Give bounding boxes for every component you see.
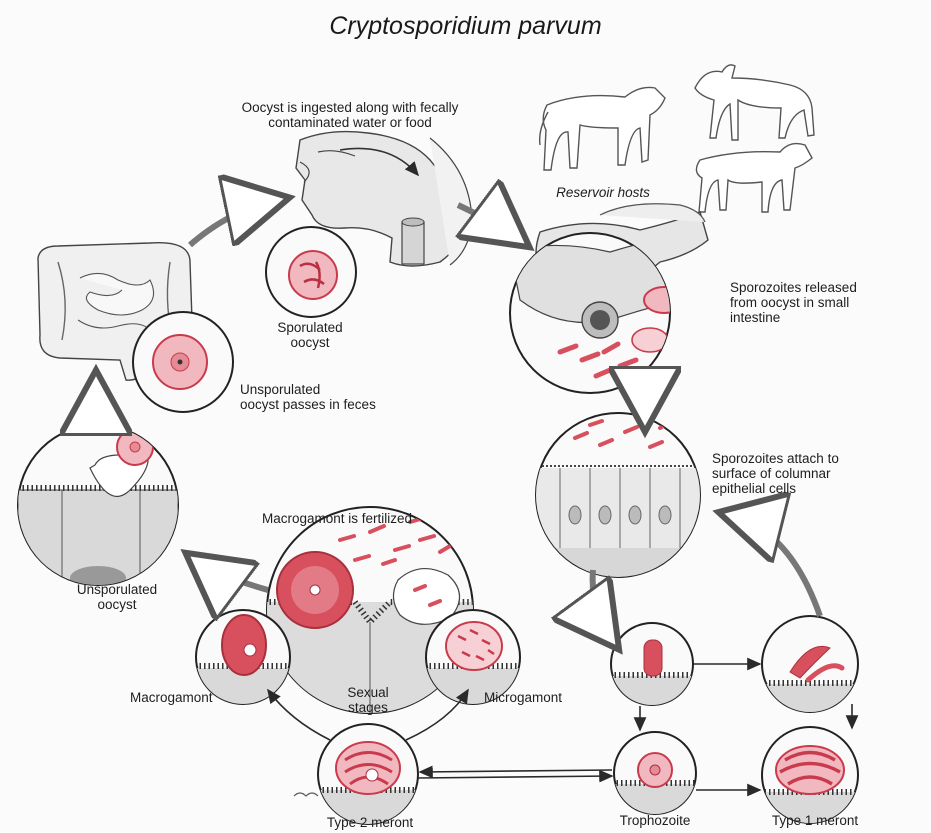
trophozoite-circle	[612, 732, 702, 824]
diagram-title: Cryptosporidium parvum	[0, 12, 931, 41]
calf-icon	[540, 87, 665, 170]
label-macrogamont-fertilized: Macrogamont is fertilized	[262, 511, 502, 526]
sporulated-oocyst-circle	[266, 227, 356, 317]
unsporulated-oocyst-circle	[133, 312, 233, 412]
merozoite-circle	[760, 616, 860, 724]
label-ingestion: Oocyst is ingested along with fecally co…	[205, 100, 495, 130]
label-sporulated-oocyst: Sporulated oocyst	[255, 320, 365, 350]
label-type2-meront: Type 2 meront	[300, 815, 440, 830]
artist-signature	[294, 793, 318, 796]
label-unsporulated-oocyst: Unsporulated oocyst	[62, 582, 172, 612]
label-reservoir-hosts: Reservoir hosts	[528, 185, 678, 200]
label-sexual-stages: Sexual stages	[328, 685, 408, 715]
oocyst-release-circle	[18, 425, 178, 590]
label-trophozoite: Trophozoite	[600, 813, 710, 828]
label-sporozoites-released: Sporozoites released from oocyst in smal…	[730, 280, 920, 325]
lamb-icon	[696, 144, 812, 212]
label-unsporulated-feces: Unsporulated oocyst passes in feces	[240, 382, 420, 412]
goat-kid-icon	[695, 65, 814, 140]
label-microgamont: Microgamont	[484, 690, 604, 705]
epithelial-attach-circle	[530, 413, 710, 588]
attached-sporozoite-circle	[610, 623, 700, 716]
label-type1-meront: Type 1 meront	[750, 813, 880, 828]
label-macrogamont: Macrogamont	[130, 690, 250, 705]
label-sporozoites-attach: Sporozoites attach to surface of columna…	[712, 451, 912, 496]
